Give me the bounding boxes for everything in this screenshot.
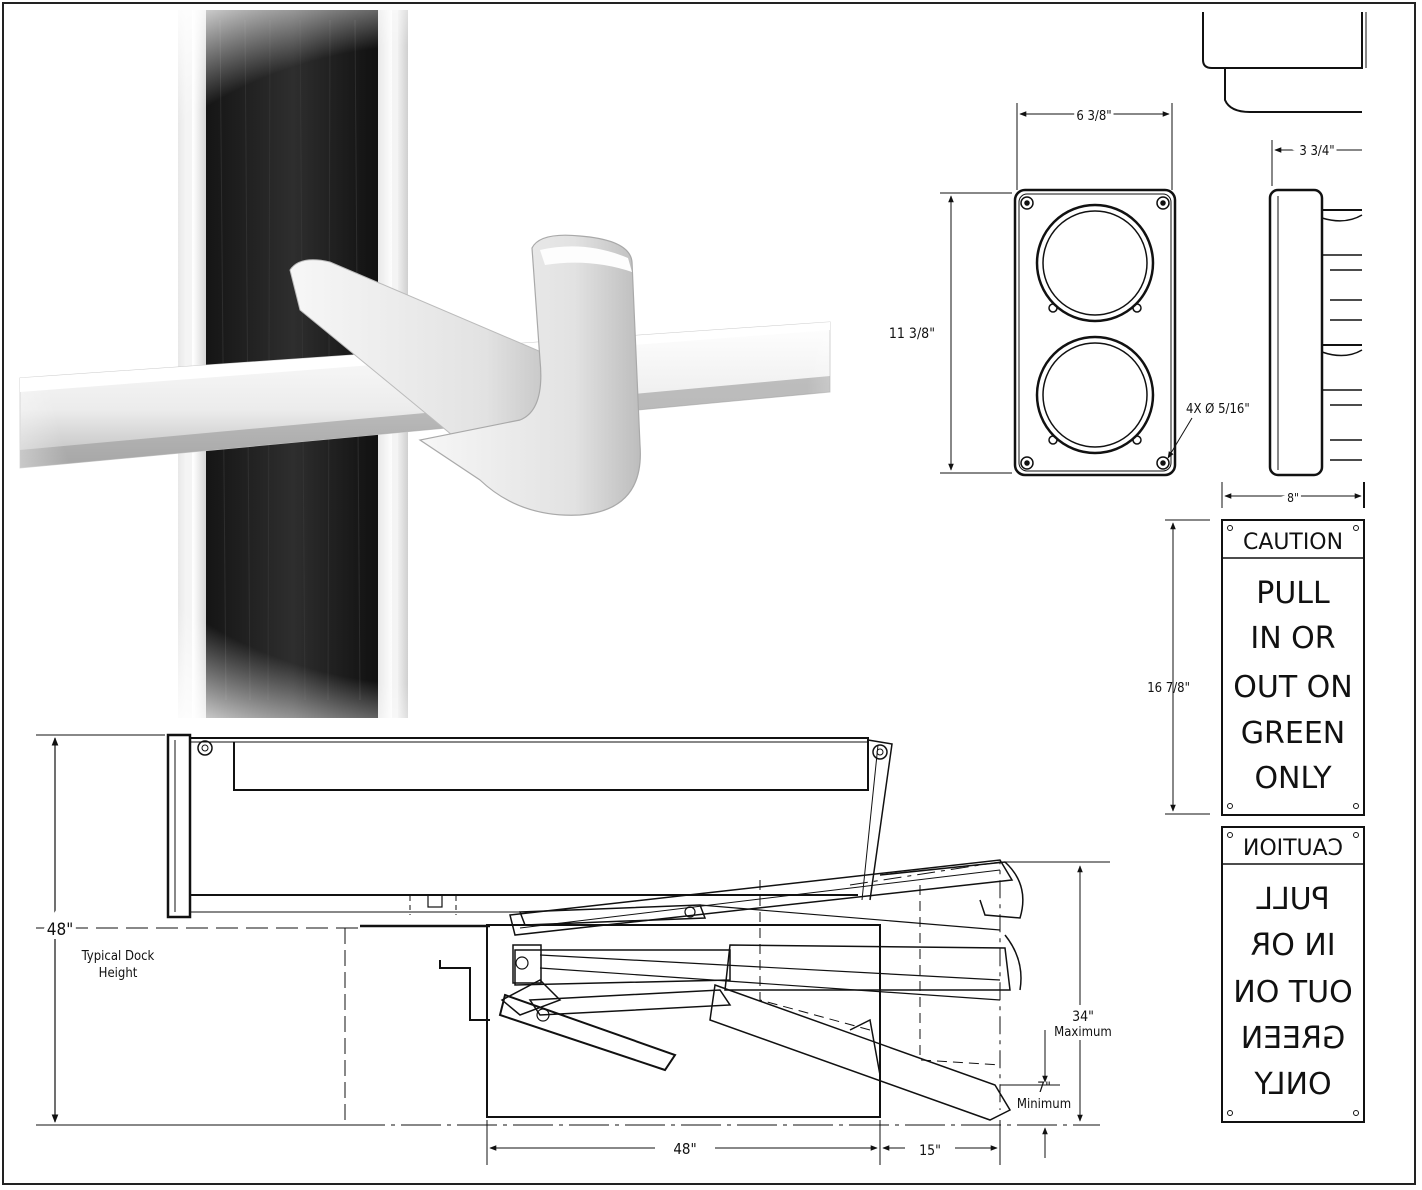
dock-height-value: 48" — [47, 920, 74, 940]
sign-line-1: PULL — [1256, 576, 1330, 611]
traffic-light-front-view — [940, 103, 1193, 477]
mounting-holes — [1020, 196, 1170, 470]
traffic-light-top-view — [1202, 12, 1367, 113]
max-value: 34" — [1072, 1009, 1094, 1025]
mirrored-sign-text: CAUTION PULL IN OR OUT ON GREEN ONLY — [1233, 836, 1353, 1102]
mirror-line-4: GREEN — [1241, 1021, 1345, 1056]
sign-line-2: IN OR — [1250, 621, 1335, 656]
light-depth-label: 3 3/4" — [1299, 144, 1334, 159]
sign-line-4: GREEN — [1241, 716, 1345, 751]
restraint-side-elevation — [36, 733, 1110, 1165]
mirror-header: CAUTION — [1243, 836, 1343, 861]
length-value: 48" — [673, 1140, 696, 1158]
min-value: 7" — [1037, 1080, 1051, 1096]
caution-sign-mirrored — [1221, 826, 1365, 1123]
light-housing — [1013, 188, 1177, 477]
offset-value: 15" — [919, 1143, 941, 1159]
restraint-photo — [10, 10, 850, 720]
light-lens-top — [1035, 203, 1155, 323]
light-lens-bottom — [1035, 335, 1155, 455]
sign-header: CAUTION — [1243, 530, 1343, 555]
light-base-label: 8" — [1287, 491, 1299, 505]
mirror-line-3: OUT ON — [1233, 975, 1353, 1010]
mirror-line-2: IN OR — [1250, 928, 1335, 963]
max-caption: Maximum — [1054, 1025, 1112, 1040]
min-caption: Minimum — [1017, 1097, 1071, 1112]
sign-line-5: ONLY — [1254, 761, 1332, 796]
dock-height-caption-2: Height — [99, 966, 138, 981]
mirror-line-1: PULL — [1256, 882, 1330, 917]
mirror-line-5: ONLY — [1254, 1067, 1332, 1102]
light-height-label: 11 3/8" — [889, 326, 935, 342]
caution-sign — [1165, 519, 1365, 816]
sign-height-label: 16 7/8" — [1147, 681, 1190, 696]
light-width-label: 6 3/8" — [1076, 109, 1111, 124]
dock-height-caption-1: Typical Dock — [81, 949, 155, 964]
hole-size-label: 4X Ø 5/16" — [1186, 402, 1250, 417]
sign-line-3: OUT ON — [1233, 670, 1353, 705]
dock-wall — [166, 733, 192, 919]
traffic-light-side-view — [1221, 140, 1365, 508]
